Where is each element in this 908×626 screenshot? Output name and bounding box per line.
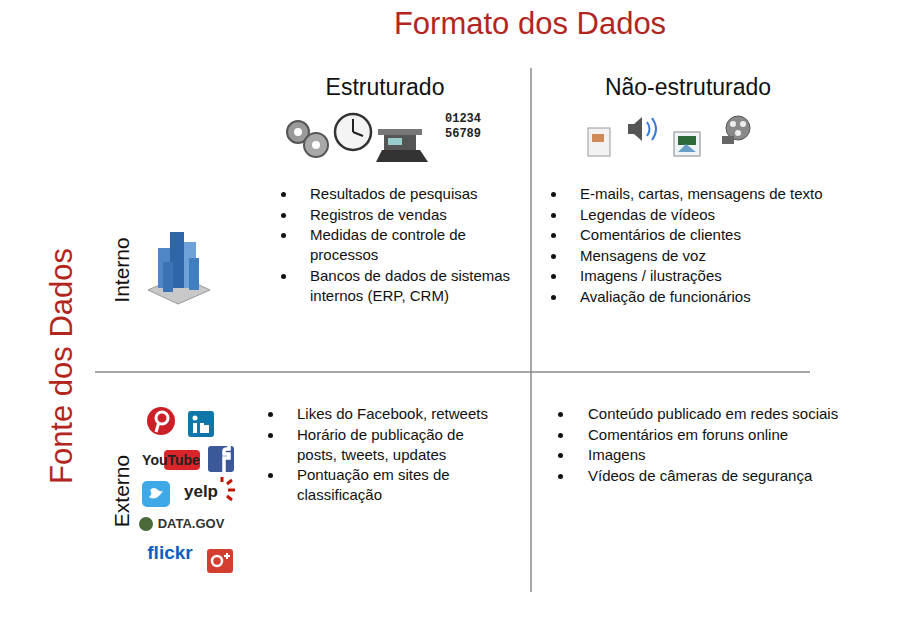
yelp-burst — [222, 477, 235, 500]
row-heading: Interno — [110, 237, 134, 302]
facebook-logo — [208, 446, 234, 472]
bullet-item: E-mails, cartas, mensagens de texto — [580, 184, 870, 204]
bullet-item: Resultados de pesquisas — [310, 184, 515, 204]
bullet-item: Comentários em foruns online — [588, 425, 878, 445]
bullet-dot — [558, 474, 563, 479]
bullet-item: Horário de publicação de posts, tweets, … — [297, 425, 502, 465]
film-reel-icon — [722, 116, 750, 144]
horizontal-divider — [95, 371, 810, 373]
bullet-dot — [281, 274, 286, 279]
youtube-logo: YouTube — [142, 452, 200, 468]
linkedin-logo — [188, 411, 214, 437]
speaker-icon — [628, 117, 656, 141]
axis-title: Fonte dos Dados — [44, 248, 80, 484]
bullet-dot — [268, 433, 273, 438]
bullet-item: Comentários de clientes — [580, 225, 870, 245]
bullet-item: Bancos de dados de sistemas internos (ER… — [310, 266, 515, 306]
data-gov-seal — [139, 517, 153, 531]
vertical-divider — [530, 68, 532, 592]
bullet-item: Vídeos de câmeras de segurança — [588, 466, 878, 486]
bullet-dot — [551, 213, 556, 218]
bullet-dot — [268, 473, 273, 478]
bullet-item: Pontuação em sites de classificação — [297, 465, 502, 505]
bullet-item: Conteúdo publicado em redes sociais — [588, 404, 878, 424]
clock-icon — [335, 114, 371, 150]
bullet-dot — [268, 412, 273, 417]
bullet-dot — [551, 192, 556, 197]
digit-icon-text: 56789 — [445, 128, 481, 142]
bullet-dot — [281, 213, 286, 218]
data-gov-logo: DATA.GOV — [158, 517, 225, 532]
bullet-item: Medidas de controle de processos — [310, 225, 515, 265]
image-icon — [674, 132, 700, 156]
bullet-item: Imagens — [588, 445, 878, 465]
gears-icon — [287, 121, 328, 157]
bullet-dot — [551, 295, 556, 300]
bullet-dot — [281, 192, 286, 197]
bullet-dot — [551, 233, 556, 238]
column-heading: Não-estruturado — [605, 74, 771, 100]
bullet-dot — [551, 254, 556, 259]
bullet-item: Avaliação de funcionários — [580, 287, 870, 307]
building-icon — [148, 232, 210, 304]
digit-icon-text: 01234 — [445, 113, 481, 127]
bullet-item: Likes do Facebook, retweets — [297, 404, 502, 424]
twitter-logo — [142, 481, 170, 507]
document-icon — [588, 128, 610, 156]
bullet-item: Imagens / ilustrações — [580, 266, 870, 286]
diagram-title: Formato dos Dados — [394, 7, 666, 41]
bullet-dot — [281, 233, 286, 238]
bullet-item: Mensagens de voz — [580, 246, 870, 266]
bullet-dot — [558, 433, 563, 438]
bullet-dot — [558, 453, 563, 458]
bullet-dot — [558, 412, 563, 417]
row-heading: Externo — [110, 455, 134, 527]
bullet-item: Legendas de vídeos — [580, 205, 870, 225]
bullet-dot — [551, 274, 556, 279]
scale-icon — [376, 129, 428, 162]
pinterest-logo — [147, 407, 175, 435]
column-heading: Estruturado — [326, 74, 445, 100]
yelp-logo: yelp — [184, 482, 218, 502]
bullet-item: Registros de vendas — [310, 205, 515, 225]
google-plus-logo — [207, 549, 233, 573]
flickr-logo: flickr — [147, 542, 192, 564]
